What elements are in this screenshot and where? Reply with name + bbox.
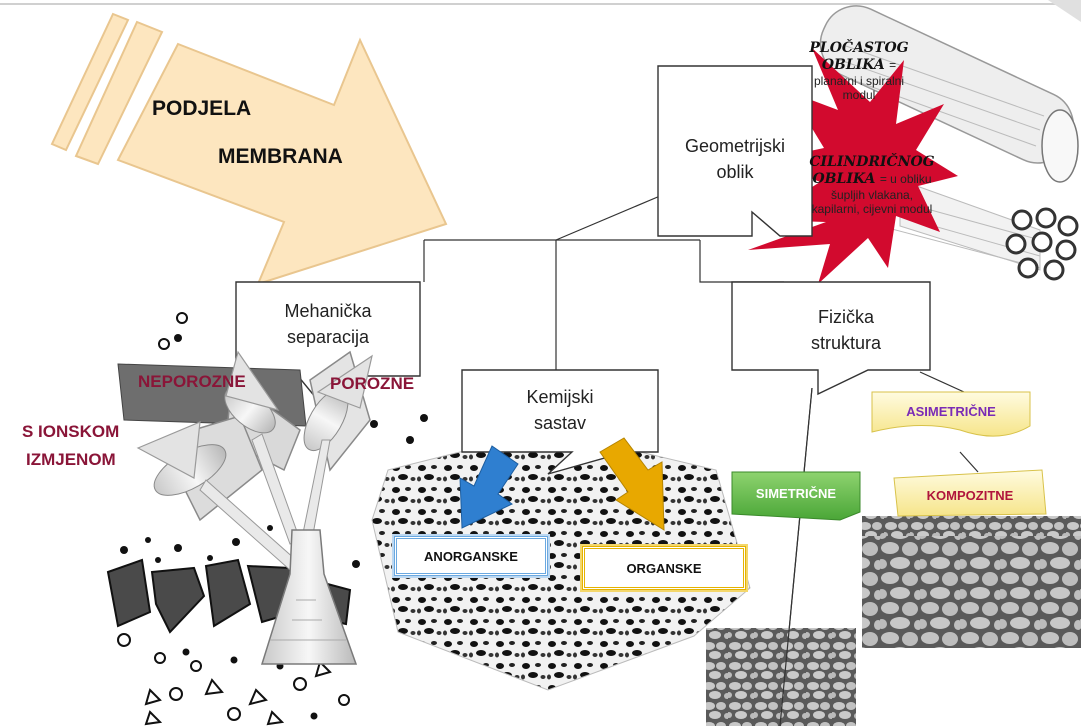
cyl-desc-line3: kapilarni, cijevni modul — [772, 202, 972, 216]
node-mechanical-label: Mehanička separacija — [236, 298, 420, 350]
cyl-title-line1: CILINDRIČNOG — [772, 154, 972, 170]
composite-top-layer — [862, 516, 1081, 536]
flat-title-line1: PLOČASTOG — [784, 40, 934, 56]
node-mechanical-line2: separacija — [236, 324, 420, 350]
flat-desc-line2: modul — [784, 88, 934, 102]
asymmetric-label: ASIMETRIČNE — [906, 404, 996, 419]
flat-shape-block: PLOČASTOG OBLIKA = planarni i spiralni m… — [784, 40, 934, 102]
flat-desc-line1: planarni i spiralni — [784, 74, 934, 88]
header-title-line1: PODJELA — [152, 97, 251, 121]
organic-box: ORGANSKE — [582, 546, 746, 590]
header-title-line2: MEMBRANA — [218, 145, 343, 169]
node-physical-label: Fizička struktura — [762, 304, 930, 356]
cyl-desc-eq: = u obliku — [880, 172, 932, 186]
symmetric-tag: SIMETRIČNE — [732, 474, 860, 512]
node-physical-line2: struktura — [762, 330, 930, 356]
composite-label: KOMPOZITNE — [927, 488, 1014, 503]
organic-label: ORGANSKE — [626, 561, 701, 576]
composite-tag: KOMPOZITNE — [896, 476, 1044, 514]
node-chemical-line2: sastav — [462, 410, 658, 436]
flat-title-line2-row: OBLIKA = — [784, 56, 934, 74]
cyl-desc-line2: šupljih vlakana, — [772, 188, 972, 202]
cyl-title-line2: OBLIKA — [812, 171, 875, 187]
inorganic-box: ANORGANSKE — [394, 536, 548, 576]
symmetric-label: SIMETRIČNE — [756, 486, 836, 501]
cylindrical-shape-block: CILINDRIČNOG OBLIKA = u obliku šupljih v… — [772, 154, 972, 216]
inorganic-label: ANORGANSKE — [424, 549, 518, 564]
node-chemical-label: Kemijski sastav — [462, 384, 658, 436]
nonporous-label: NEPOROZNE — [138, 372, 246, 392]
node-physical-line1: Fizička — [762, 304, 930, 330]
cyl-title-line2-row: OBLIKA = u obliku — [772, 170, 972, 188]
flat-title-line2: OBLIKA — [822, 57, 885, 73]
node-chemical-line1: Kemijski — [462, 384, 658, 410]
porous-label: POROZNE — [330, 374, 414, 394]
node-mechanical-line1: Mehanička — [236, 298, 420, 324]
asymmetric-tag: ASIMETRIČNE — [872, 396, 1030, 426]
flat-equals: = — [889, 58, 896, 72]
ion-exchange-label-line1: S IONSKOM — [22, 422, 119, 442]
ion-exchange-label-line2: IZMJENOM — [26, 450, 116, 470]
